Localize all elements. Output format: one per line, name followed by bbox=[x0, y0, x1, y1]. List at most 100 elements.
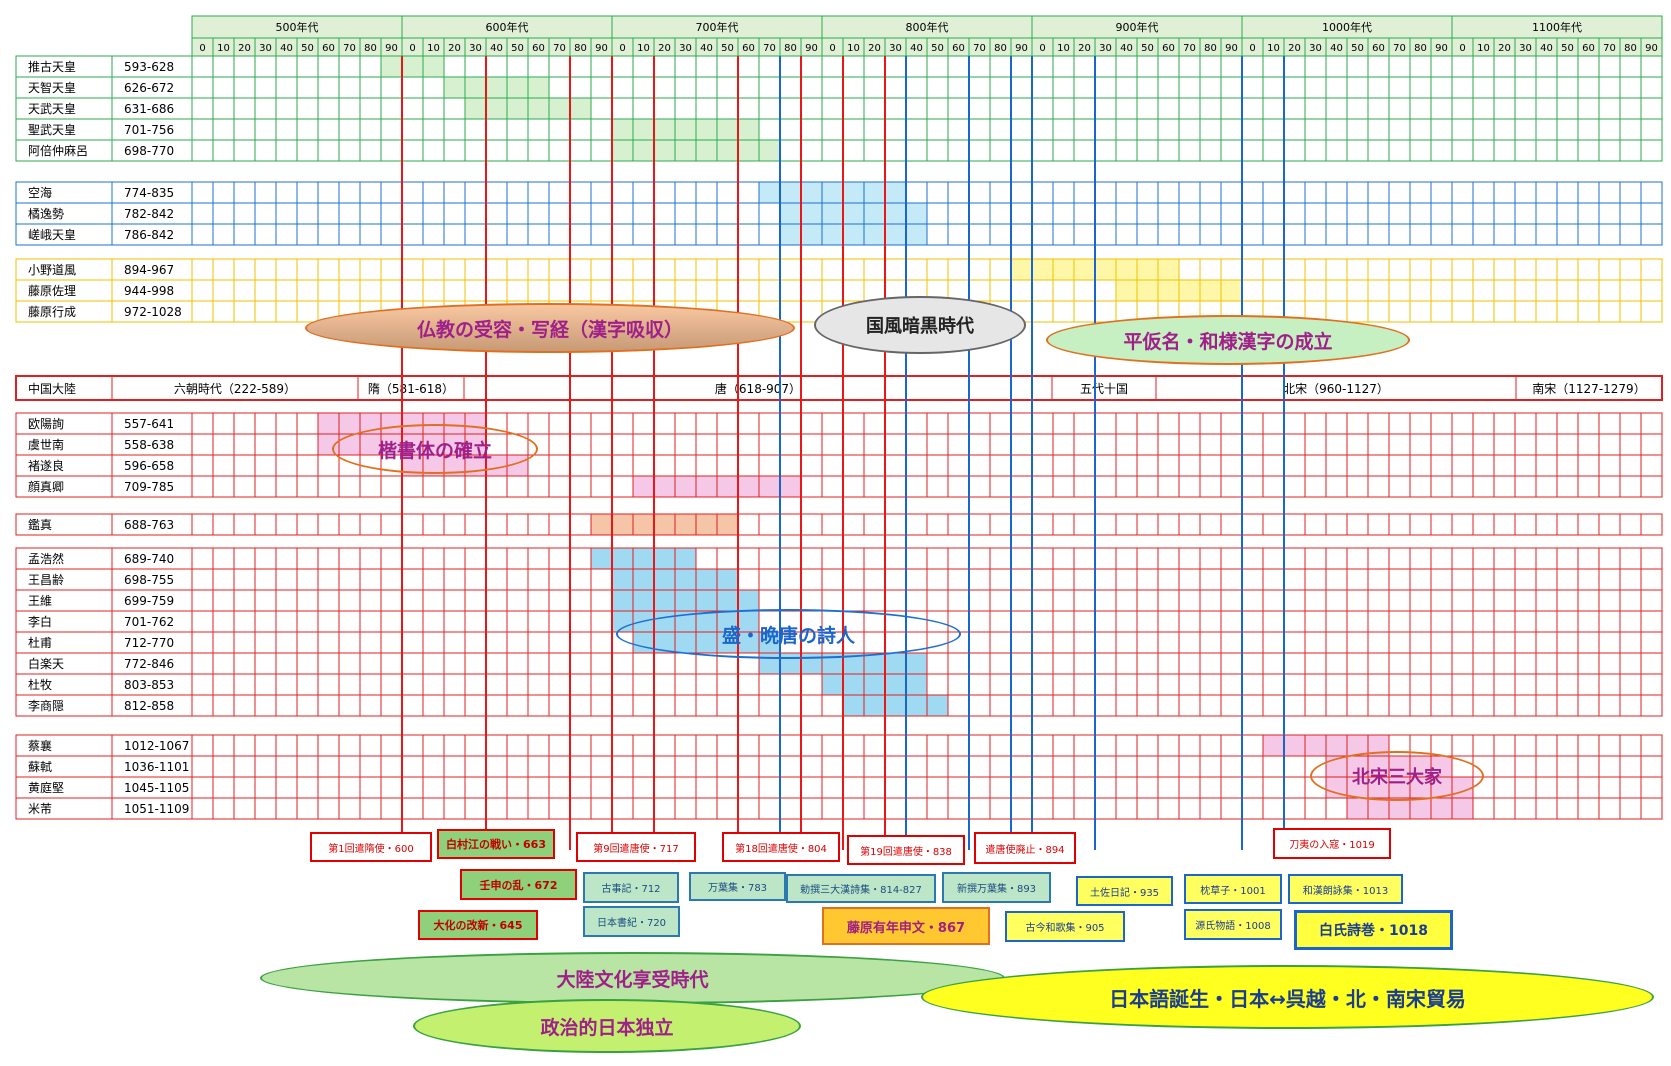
grid-cell bbox=[191, 300, 214, 323]
grid-cell bbox=[695, 454, 718, 477]
grid-cell bbox=[1115, 734, 1138, 757]
grid-cell bbox=[1031, 652, 1054, 675]
grid-cell bbox=[1262, 673, 1285, 696]
grid-cell bbox=[233, 55, 256, 78]
grid-cell bbox=[1178, 118, 1201, 141]
decade-header-label: 30 bbox=[1099, 43, 1112, 54]
grid-cell bbox=[296, 139, 319, 162]
grid-cell bbox=[1493, 513, 1516, 536]
grid-cell bbox=[905, 412, 928, 435]
decade-header-label: 60 bbox=[742, 43, 755, 54]
grid-cell bbox=[443, 202, 466, 225]
grid-cell bbox=[1073, 55, 1096, 78]
grid-cell bbox=[380, 797, 403, 820]
grid-cell bbox=[1241, 55, 1264, 78]
grid-cell bbox=[317, 513, 340, 536]
grid-cell bbox=[1451, 631, 1474, 654]
grid-cell bbox=[800, 694, 823, 717]
grid-cell bbox=[1241, 118, 1264, 141]
grid-cell bbox=[926, 547, 949, 570]
grid-cell bbox=[422, 673, 445, 696]
grid-cell bbox=[863, 76, 886, 99]
grid-cell bbox=[632, 734, 655, 757]
grid-cell bbox=[1304, 181, 1327, 204]
grid-cell bbox=[1346, 631, 1369, 654]
grid-cell bbox=[1472, 734, 1495, 757]
grid-cell bbox=[1220, 568, 1243, 591]
decade-header-label: 80 bbox=[784, 43, 797, 54]
grid-cell bbox=[548, 76, 571, 99]
grid-cell bbox=[653, 652, 676, 675]
grid-cell bbox=[1157, 610, 1180, 633]
decade-header-label: 30 bbox=[1309, 43, 1322, 54]
grid-cell bbox=[590, 139, 613, 162]
grid-cell bbox=[1010, 755, 1033, 778]
grid-cell bbox=[1514, 300, 1537, 323]
grid-cell bbox=[1178, 589, 1201, 612]
grid-cell bbox=[1493, 279, 1516, 302]
grid-cell bbox=[485, 118, 508, 141]
era-label-song-masters: 北宋三大家 bbox=[1310, 751, 1484, 801]
grid-cell bbox=[338, 631, 361, 654]
grid-cell bbox=[1136, 547, 1159, 570]
grid-cell bbox=[233, 223, 256, 246]
grid-cell bbox=[1325, 475, 1348, 498]
grid-cell bbox=[800, 433, 823, 456]
grid-cell bbox=[926, 755, 949, 778]
grid-cell bbox=[1304, 139, 1327, 162]
grid-cell bbox=[1115, 118, 1138, 141]
grid-cell bbox=[1451, 76, 1474, 99]
grid-cell bbox=[1052, 755, 1075, 778]
grid-cell bbox=[758, 258, 781, 281]
grid-cell bbox=[968, 694, 991, 717]
grid-cell bbox=[1640, 454, 1663, 477]
grid-cell bbox=[191, 202, 214, 225]
era-label-tang-poets: 盛・晩唐の詩人 bbox=[616, 609, 961, 659]
grid-cell bbox=[758, 279, 781, 302]
grid-cell bbox=[1514, 454, 1537, 477]
grid-cell bbox=[1493, 76, 1516, 99]
grid-cell bbox=[1052, 589, 1075, 612]
grid-cell bbox=[1577, 589, 1600, 612]
grid-cell bbox=[1031, 547, 1054, 570]
grid-cell bbox=[1346, 300, 1369, 323]
decade-header-label: 20 bbox=[868, 43, 881, 54]
grid-cell bbox=[1283, 97, 1306, 120]
grid-cell bbox=[1010, 139, 1033, 162]
era-label-kokufu-dark: 国風暗黒時代 bbox=[814, 296, 1026, 354]
grid-cell bbox=[1514, 610, 1537, 633]
grid-cell bbox=[821, 776, 844, 799]
grid-cell bbox=[527, 279, 550, 302]
grid-cell bbox=[1598, 454, 1621, 477]
event-box: 藤原有年申文・867 bbox=[822, 907, 990, 945]
grid-cell bbox=[1094, 652, 1117, 675]
grid-cell bbox=[1535, 475, 1558, 498]
grid-cell bbox=[1598, 694, 1621, 717]
grid-cell bbox=[1073, 279, 1096, 302]
grid-cell bbox=[1325, 118, 1348, 141]
grid-cell bbox=[1220, 433, 1243, 456]
grid-cell bbox=[233, 279, 256, 302]
grid-cell bbox=[1346, 118, 1369, 141]
grid-cell bbox=[1199, 652, 1222, 675]
grid-cell bbox=[821, 454, 844, 477]
grid-cell bbox=[737, 76, 760, 99]
grid-cell bbox=[527, 673, 550, 696]
grid-cell bbox=[947, 433, 970, 456]
grid-cell bbox=[191, 258, 214, 281]
grid-cell bbox=[1577, 76, 1600, 99]
grid-cell bbox=[1367, 547, 1390, 570]
grid-cell bbox=[338, 610, 361, 633]
grid-cell bbox=[821, 547, 844, 570]
grid-cell bbox=[359, 734, 382, 757]
grid-cell bbox=[338, 258, 361, 281]
grid-cell bbox=[1157, 97, 1180, 120]
grid-cell bbox=[1346, 412, 1369, 435]
grid-cell bbox=[1178, 223, 1201, 246]
grid-cell bbox=[653, 279, 676, 302]
grid-cell bbox=[1241, 797, 1264, 820]
grid-cell bbox=[1619, 475, 1642, 498]
grid-cell bbox=[1010, 589, 1033, 612]
grid-cell bbox=[1451, 433, 1474, 456]
grid-cell bbox=[443, 797, 466, 820]
